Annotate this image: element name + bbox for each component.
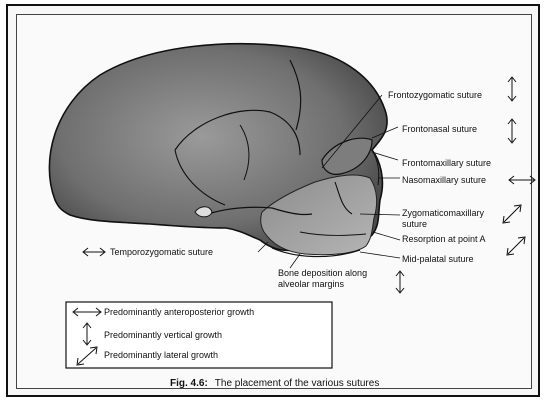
- figure-caption: Fig. 4.6: The placement of the various s…: [170, 373, 379, 390]
- label-frontomaxillary: Frontomaxillary suture: [402, 158, 491, 168]
- horizontal-arrow-icon: [83, 248, 105, 256]
- diagonal-arrow-icon: [507, 237, 525, 255]
- vertical-arrow-icon: [396, 271, 404, 293]
- legend: Predominantly anteroposterior growth Pre…: [66, 302, 332, 368]
- vertical-arrow-icon: [508, 119, 516, 143]
- label-bone-deposition-line1: Bone deposition along: [278, 268, 367, 278]
- label-zygomaticomaxillary-line2: suture: [402, 219, 427, 229]
- label-frontonasal: Frontonasal suture: [402, 124, 477, 134]
- legend-anteroposterior: Predominantly anteroposterior growth: [104, 307, 254, 317]
- horizontal-arrow-icon: [509, 176, 535, 184]
- legend-lateral: Predominantly lateral growth: [104, 350, 218, 360]
- caption-text: The placement of the various sutures: [215, 378, 380, 389]
- vertical-arrow-icon: [508, 77, 516, 101]
- label-resorption: Resorption at point A: [402, 234, 486, 244]
- label-temporozygomatic: Temporozygomatic suture: [110, 247, 213, 257]
- label-midpalatal: Mid-palatal suture: [402, 254, 474, 264]
- label-nasomaxillary: Nasomaxillary suture: [402, 175, 486, 185]
- label-frontozygomatic: Frontozygomatic suture: [388, 90, 482, 100]
- diagonal-arrow-icon: [503, 205, 521, 223]
- caption-figure-number: Fig. 4.6:: [170, 378, 208, 389]
- label-bone-deposition-line2: alveolar margins: [278, 279, 345, 289]
- legend-vertical: Predominantly vertical growth: [104, 330, 222, 340]
- label-zygomaticomaxillary-line1: Zygomaticomaxillary: [402, 208, 485, 218]
